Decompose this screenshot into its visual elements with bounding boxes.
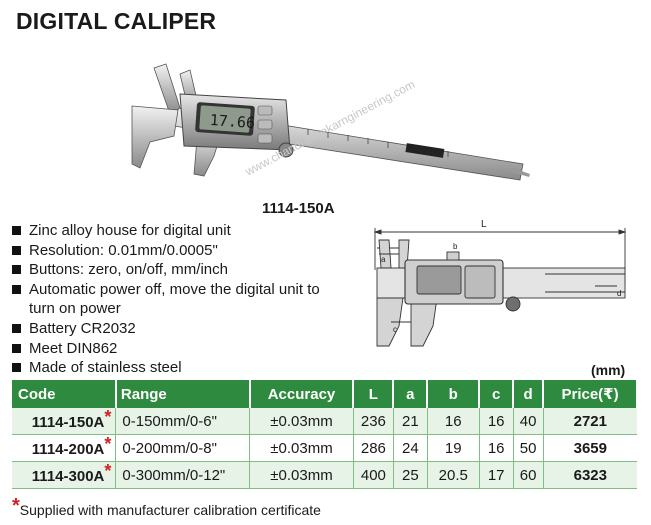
model-label: 1114-150A [262,200,335,217]
table-row: 1114-150A* 0-150mm/0-6" ±0.03mm 236 21 1… [12,406,637,435]
range-cell: 0-200mm/0-8" [115,434,251,462]
a-cell: 24 [393,434,428,462]
c-cell: 17 [479,461,514,489]
unit-label: (mm) [591,362,626,378]
c-cell: 16 [479,408,514,435]
L-cell: 286 [353,434,394,462]
feature-item: Buttons: zero, on/off, mm/inch [12,260,347,280]
feature-item: Made of stainless steel [12,358,347,378]
asterisk-icon: * [104,460,112,481]
table-row: 1114-300A* 0-300mm/0-12" ±0.03mm 400 25 … [12,460,637,489]
diagram-label-a: a [381,255,386,264]
column-header: c [479,380,515,408]
feature-item: Resolution: 0.01mm/0.0005" [12,241,347,261]
page-title: DIGITAL CALIPER [16,8,217,34]
range-cell: 0-150mm/0-6" [115,408,251,435]
a-cell: 21 [393,408,428,435]
feature-list: Zinc alloy house for digital unit Resolu… [12,221,347,378]
bullet-icon [12,323,21,333]
accuracy-cell: ±0.03mm [249,461,354,489]
code-cell: 1114-200A* [12,433,117,462]
lcd-reading: 17.66 [209,111,255,132]
asterisk-icon: * [104,406,112,427]
column-header: d [513,380,545,408]
column-header: a [393,380,429,408]
accuracy-cell: ±0.03mm [249,434,354,462]
a-cell: 25 [393,461,428,489]
bullet-icon [12,363,21,373]
diagram-label-d: d [617,289,621,298]
price-cell: 6323 [543,461,637,489]
bullet-icon [12,265,21,275]
code-cell: 1114-150A* [12,406,117,435]
price-cell: 3659 [543,434,637,462]
feature-item: Meet DIN862 [12,339,347,359]
d-cell: 50 [513,434,544,462]
d-cell: 60 [513,461,544,489]
code-cell: 1114-300A* [12,460,117,489]
column-header: L [353,380,395,408]
column-header: Accuracy [249,380,355,408]
b-cell: 20.5 [427,461,480,489]
column-header: Code [12,380,117,408]
asterisk-icon: * [12,495,20,517]
caliper-photo: 17.66 www.chandrashekarngineering.com [131,63,530,181]
diagram-label-b: b [453,242,458,251]
column-header: Range [115,380,251,408]
bullet-icon [12,343,21,353]
feature-item: Battery CR2032 [12,319,347,339]
L-cell: 236 [353,408,394,435]
feature-item: Zinc alloy house for digital unit [12,221,347,241]
range-cell: 0-300mm/0-12" [115,461,251,489]
d-cell: 40 [513,408,544,435]
L-cell: 400 [353,461,394,489]
dimension-diagram: L a b c d [373,219,627,347]
price-cell: 2721 [543,408,637,435]
diagram-label-L: L [481,219,487,230]
bullet-icon [12,226,21,235]
spec-table: Code Range Accuracy L a b c d Price(₹) 1… [12,380,638,489]
bullet-icon [12,284,21,294]
column-header: Price(₹) [543,380,638,408]
accuracy-cell: ±0.03mm [249,408,354,435]
table-header-row: Code Range Accuracy L a b c d Price(₹) [12,380,638,408]
b-cell: 19 [427,434,480,462]
c-cell: 16 [479,434,514,462]
feature-item: Automatic power off, move the digital un… [12,280,347,319]
asterisk-icon: * [104,433,112,454]
footnote: *Supplied with manufacturer calibration … [12,495,321,518]
bullet-icon [12,245,21,255]
table-row: 1114-200A* 0-200mm/0-8" ±0.03mm 286 24 1… [12,433,637,462]
column-header: b [427,380,481,408]
b-cell: 16 [427,408,480,435]
diagram-label-c: c [393,325,397,334]
